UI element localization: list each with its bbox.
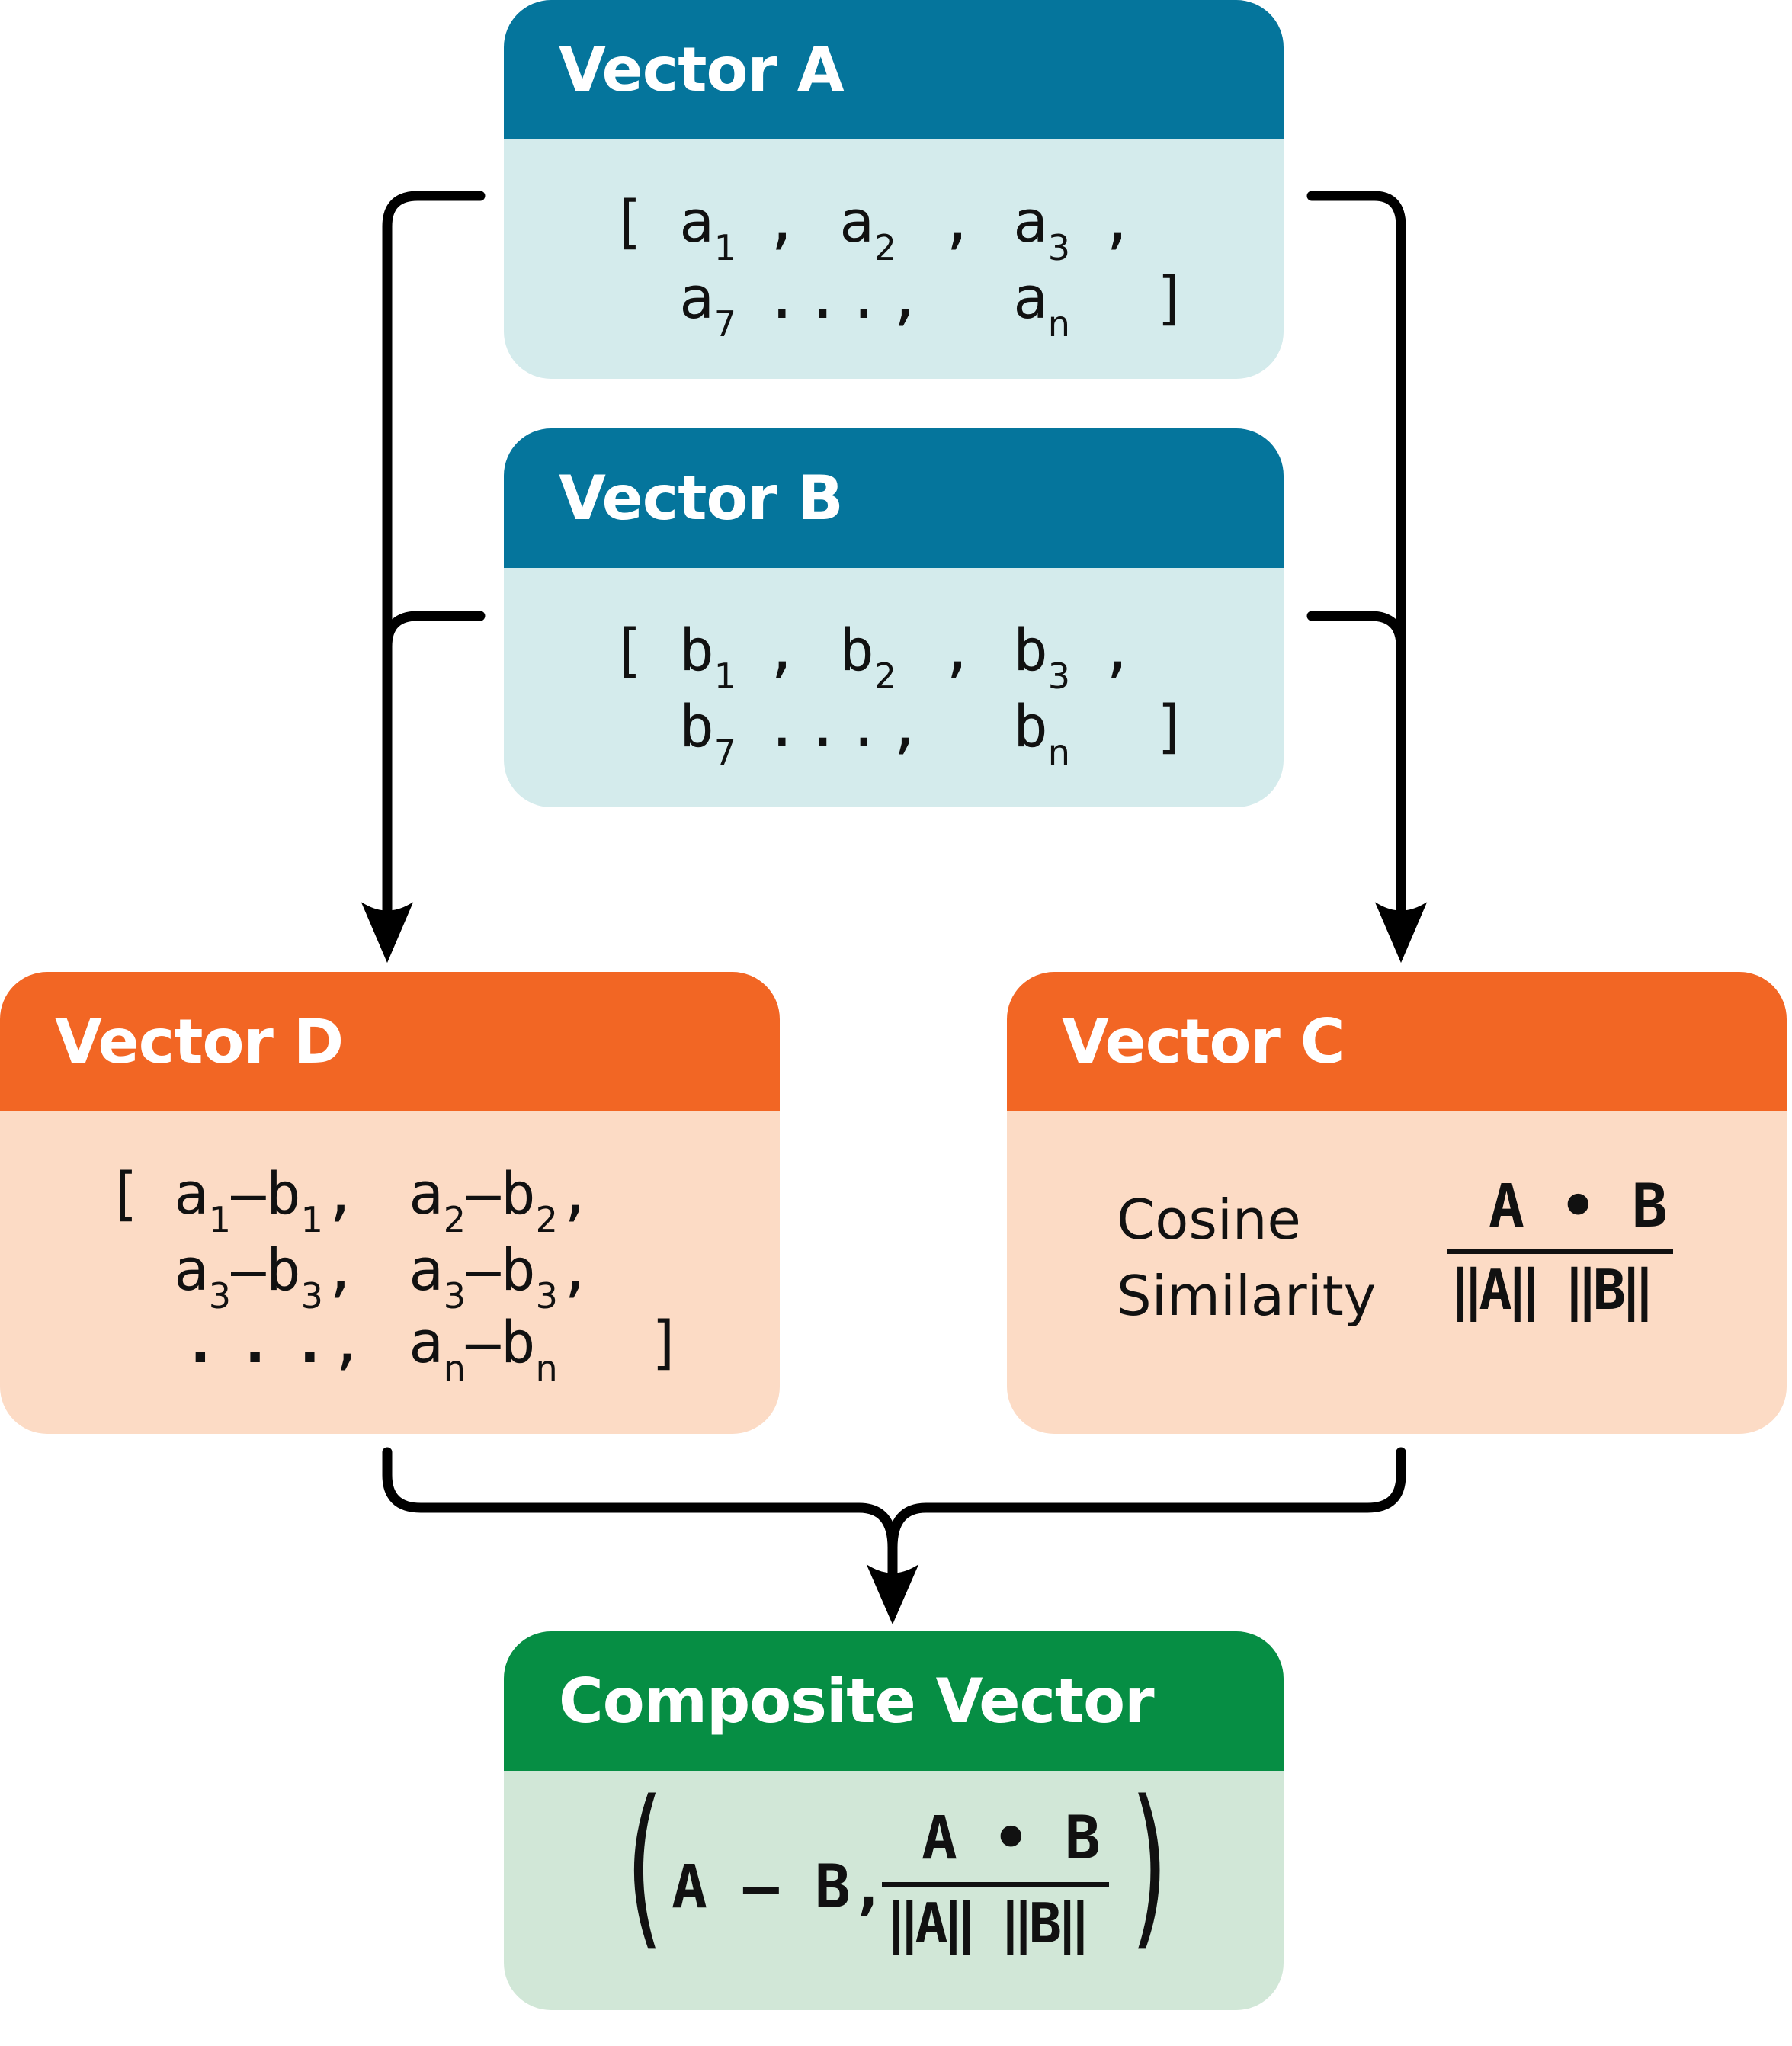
vector-d-term-n: an–bn — [409, 1308, 558, 1389]
vector-d-ellipsis-comma: , — [329, 1308, 364, 1376]
connector-c-to-composite — [887, 1447, 1406, 1553]
connector-d-to-composite — [382, 1447, 898, 1592]
vector-b-close-bracket: ] — [1153, 692, 1188, 760]
vector-b-open-bracket: [ — [611, 616, 646, 684]
vector-d-term-3: a3–b3, — [174, 1236, 358, 1316]
vector-b-ellipsis: ..., — [765, 692, 929, 760]
arrowhead-to-d — [361, 902, 414, 964]
composite-vector-box: Composite Vector ( A – B, A • B ‖A‖ ‖B‖ … — [504, 1631, 1284, 2010]
vector-d-term-4: a3–b3, — [409, 1236, 593, 1316]
composite-vector-title: Composite Vector — [504, 1631, 1284, 1771]
composite-vector-body: ( A – B, A • B ‖A‖ ‖B‖ ) — [504, 1771, 1284, 2010]
similarity-label: Similarity — [1117, 1264, 1377, 1328]
vector-d-body: [ a1–b1, a2–b2, a3–b3, a3–b3, ... , an–b… — [0, 1111, 780, 1434]
vector-b-title: Vector B — [504, 428, 1284, 568]
composite-fraction-bar — [882, 1882, 1109, 1887]
vector-b-comma-3: , — [1100, 616, 1135, 684]
vector-b-box: Vector B [ b1 , b2 , b3 , b7 ..., bn ] — [504, 428, 1284, 807]
vector-d-open-bracket: [ — [107, 1159, 142, 1227]
vector-d-close-bracket: ] — [648, 1308, 683, 1376]
vector-a-body: [ a1 , a2 , a3 , a7 ..., an ] — [504, 140, 1284, 379]
cosine-numerator: A • B — [1489, 1172, 1668, 1241]
vector-b-element-1: b1 — [679, 616, 737, 697]
connector-b-to-c — [1306, 611, 1406, 652]
vector-c-title: Vector C — [1007, 972, 1787, 1111]
vector-d-box: Vector D [ a1–b1, a2–b2, a3–b3, a3–b3, .… — [0, 972, 780, 1434]
vector-d-term-1: a1–b1, — [174, 1159, 358, 1240]
vector-a-element-2: a2 — [839, 188, 897, 268]
vector-a-element-n: an — [1013, 264, 1070, 345]
vector-d-term-2: a2–b2, — [409, 1159, 593, 1240]
composite-left-paren: ( — [626, 1764, 664, 1967]
composite-denominator: ‖A‖ ‖B‖ — [886, 1891, 1090, 1955]
vector-d-ellipsis: ... — [183, 1308, 348, 1376]
vector-d-title: Vector D — [0, 972, 780, 1111]
cosine-label: Cosine — [1117, 1188, 1301, 1252]
vector-b-comma-2: , — [940, 616, 975, 684]
composite-difference: A – B, — [672, 1853, 886, 1922]
connector-b-to-d — [382, 611, 486, 652]
vector-c-box: Vector C Cosine Similarity A • B ‖A‖ ‖B‖ — [1007, 972, 1787, 1434]
vector-a-element-3: a3 — [1013, 188, 1071, 268]
composite-numerator: A • B — [922, 1804, 1101, 1873]
arrowhead-to-c — [1374, 902, 1428, 964]
vector-b-body: [ b1 , b2 , b3 , b7 ..., bn ] — [504, 568, 1284, 807]
vector-b-element-7: b7 — [679, 692, 737, 773]
vector-b-element-3: b3 — [1013, 616, 1071, 697]
vector-a-element-1: a1 — [679, 188, 737, 268]
cosine-fraction-bar — [1447, 1249, 1673, 1254]
connector-a-to-c — [1306, 191, 1406, 928]
vector-a-element-7: a7 — [679, 264, 737, 345]
arrowhead-to-composite — [866, 1564, 919, 1625]
vector-a-comma-2: , — [940, 188, 975, 255]
vector-a-open-bracket: [ — [611, 188, 646, 255]
cosine-denominator: ‖A‖ ‖B‖ — [1451, 1258, 1654, 1322]
vector-a-comma-3: , — [1100, 188, 1135, 255]
composite-right-paren: ) — [1130, 1764, 1168, 1967]
vector-a-title: Vector A — [504, 0, 1284, 140]
vector-b-comma-1: , — [765, 616, 800, 684]
vector-a-comma-1: , — [765, 188, 800, 255]
vector-a-box: Vector A [ a1 , a2 , a3 , a7 ..., an ] — [504, 0, 1284, 379]
vector-b-element-n: bn — [1013, 692, 1070, 773]
vector-c-body: Cosine Similarity A • B ‖A‖ ‖B‖ — [1007, 1111, 1787, 1434]
vector-b-element-2: b2 — [839, 616, 897, 697]
connector-a-to-d — [382, 191, 486, 928]
vector-a-ellipsis: ..., — [765, 264, 929, 332]
vector-a-close-bracket: ] — [1153, 264, 1188, 332]
